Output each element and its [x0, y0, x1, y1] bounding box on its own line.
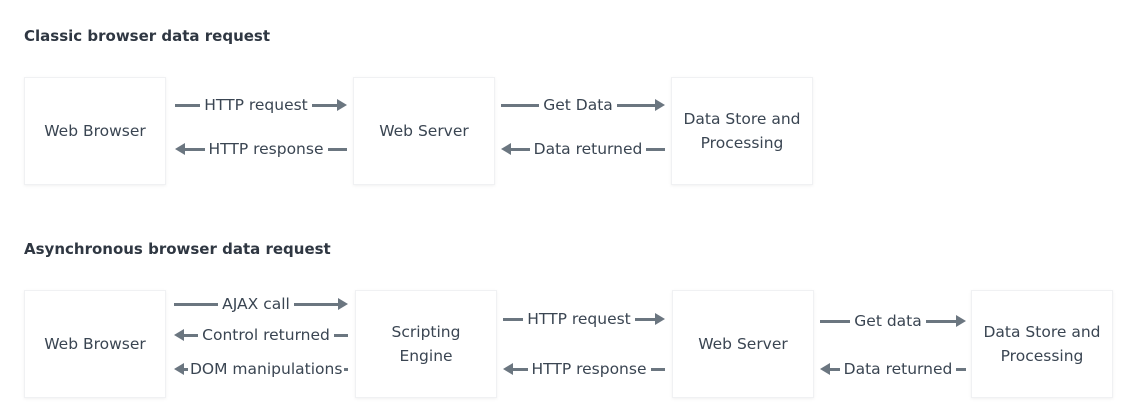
classic-get-data-arrow: Get Data: [501, 94, 665, 116]
async-http-response-arrow: HTTP response: [503, 358, 665, 380]
async-web-browser-box: Web Browser: [24, 290, 166, 398]
async-data-returned-arrow: Data returned: [820, 358, 966, 380]
arrowhead-left-icon: [174, 329, 184, 341]
arrow-label: HTTP response: [208, 140, 324, 158]
arrowhead-right-icon: [337, 99, 348, 111]
arrowhead-left-icon: [175, 143, 185, 155]
arrowhead-right-icon: [655, 313, 666, 325]
arrow-label: Get data: [854, 312, 922, 330]
classic-data-store-box: Data Store and Processing: [671, 77, 813, 185]
arrowhead-left-icon: [820, 363, 830, 375]
arrow-label: Data returned: [843, 360, 953, 378]
async-section-title: Asynchronous browser data request: [24, 240, 331, 258]
async-web-server-box: Web Server: [672, 290, 814, 398]
classic-web-server-box: Web Server: [353, 77, 495, 185]
classic-section-title: Classic browser data request: [24, 27, 271, 45]
async-ajax-call-arrow: AJAX call: [174, 293, 348, 315]
arrow-label: AJAX call: [222, 295, 290, 313]
arrow-label: HTTP request: [527, 310, 631, 328]
classic-http-response-arrow: HTTP response: [175, 138, 347, 160]
classic-data-returned-arrow: Data returned: [501, 138, 665, 160]
async-control-returned-arrow: Control returned: [174, 324, 349, 346]
arrow-label: HTTP response: [531, 360, 647, 378]
arrow-label: DOM manipulations: [190, 360, 343, 378]
arrowhead-right-icon: [655, 99, 665, 111]
arrowhead-right-icon: [338, 298, 348, 310]
arrowhead-left-icon: [501, 143, 511, 155]
arrowhead-right-icon: [956, 315, 966, 327]
async-scripting-engine-box: Scripting Engine: [355, 290, 497, 398]
arrowhead-left-icon: [174, 363, 184, 375]
arrowhead-left-icon: [503, 363, 513, 375]
classic-http-request-arrow: HTTP request: [175, 94, 348, 116]
arrow-label: Data returned: [533, 140, 643, 158]
arrow-label: Control returned: [202, 326, 330, 344]
arrow-label: Get Data: [543, 96, 613, 114]
async-data-store-box: Data Store and Processing: [971, 290, 1113, 398]
async-get-data-arrow: Get data: [820, 310, 966, 332]
async-http-request-arrow: HTTP request: [503, 308, 666, 330]
arrow-label: HTTP request: [204, 96, 308, 114]
async-dom-manipulations-arrow: DOM manipulations: [174, 358, 349, 380]
classic-web-browser-box: Web Browser: [24, 77, 166, 185]
